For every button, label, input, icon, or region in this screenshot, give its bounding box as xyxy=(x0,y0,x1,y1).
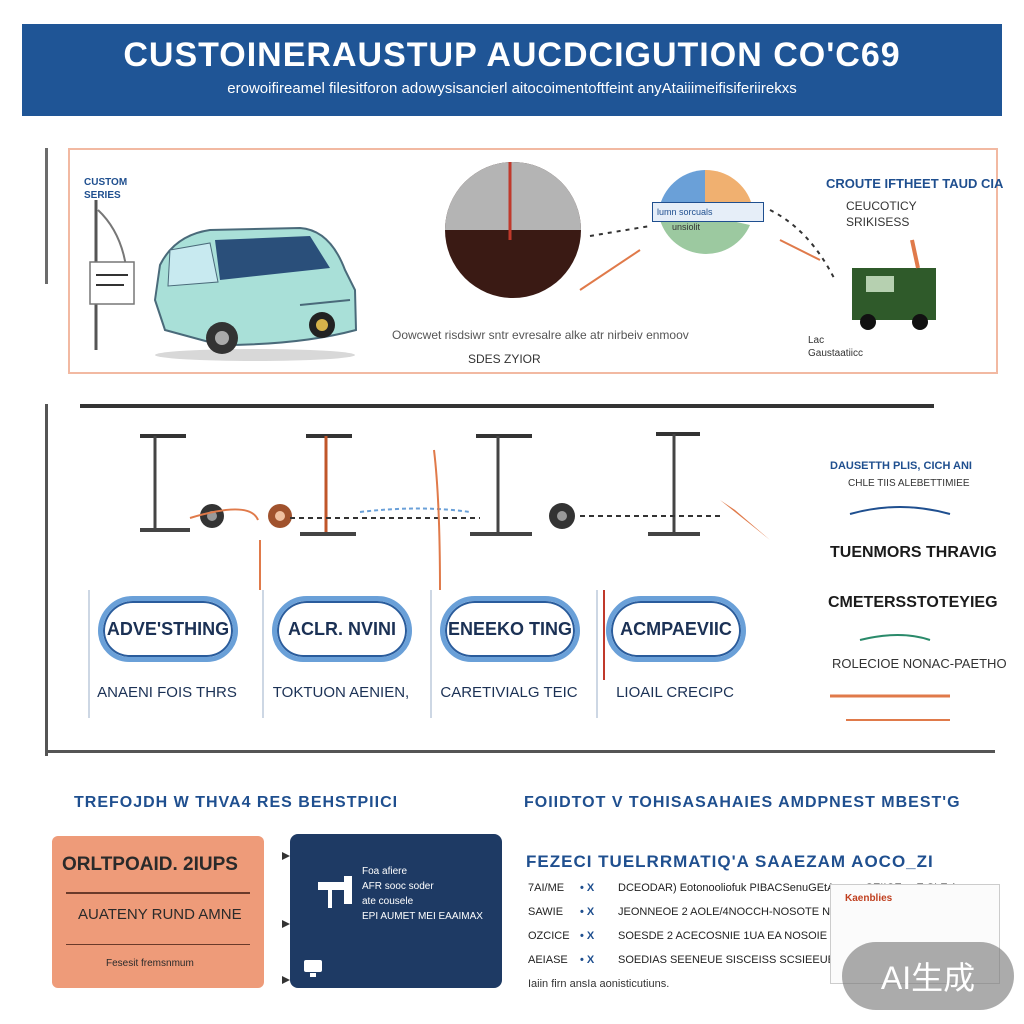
row-code: AEIASE xyxy=(528,954,568,966)
panel2-top-rule xyxy=(80,404,934,408)
table-row: OZCICE • X SOESDE 2 ACECOSNIE 1UA EA NOSOI… xyxy=(528,930,884,948)
row-text: JEONNEOE 2 AOLE/4NOCCH-NOSOTE NMAEI(AWE) xyxy=(618,906,889,918)
navy-card-line: AFR sooc soder xyxy=(362,881,434,892)
header-banner: CUSTOINERAUSTUP AUCDCIGUTION CO'C69 erow… xyxy=(22,24,1002,116)
page-subtitle: erowoifireamel filesitforon adowysisanci… xyxy=(227,80,797,97)
row-marker: • X xyxy=(580,954,595,966)
navy-card-line: EPI AUMET MEI EAAIMAX xyxy=(362,911,483,922)
ai-generated-watermark: AI生成 xyxy=(842,942,1014,1010)
stage-label: TOKTUON AENIEN, xyxy=(272,684,410,701)
divider xyxy=(66,944,250,945)
small-pie-graphic xyxy=(660,169,752,255)
row-marker: • X xyxy=(580,906,595,918)
table-heading: FEZECI TUELRRMATIQ'A SAAEZAM AOCO_ZI xyxy=(526,852,934,871)
panel1-left-rule xyxy=(45,148,48,284)
stage-label: LIOAIL CRECIPC xyxy=(616,684,734,701)
car-icon xyxy=(153,226,358,361)
panel2-right-heading1: TUENMORS THRAVIG xyxy=(830,544,997,561)
panel2-right-line2: CHLE TIIS ALEBETTIMIEE xyxy=(848,478,970,489)
side-note-title: Kaenblies xyxy=(845,893,893,904)
panel1-frame xyxy=(68,148,998,374)
panel1-left-label: CUSTOM SERIES xyxy=(84,177,128,201)
panel2-right-line3: ROLECIOE NONAC-PAETHO xyxy=(832,656,1007,671)
panel1-right-title: CROUTE IFTHEET TAUD CIA xyxy=(826,176,1004,191)
stage-badge: ADVE'STHING xyxy=(98,596,238,662)
stage-label: CARETIVIALG TEIC xyxy=(440,684,578,701)
navy-card-text: Foa afiere AFR sooc soder ate cousele EP… xyxy=(362,864,492,924)
row-code: OZCICE xyxy=(528,930,570,942)
row-marker: • X xyxy=(580,882,595,894)
stage-card-advertising: ADVE'STHING ANAENI FOIS THRS xyxy=(88,590,244,718)
row-text: SOEDIAS SEENEUE SISCEISS SCSIEEUE xyxy=(618,954,836,966)
summary-card-navy: Foa afiere AFR sooc soder ate cousele EP… xyxy=(290,834,502,988)
stage-badge: ACMPAEVIIC xyxy=(606,596,746,662)
panel1-right-caption: Lac Gaustaatiicc xyxy=(808,335,864,359)
table-row: SAWIE • X JEONNEOE 2 AOLE/4NOCCH-NOSOTE NM… xyxy=(528,906,889,924)
pie-chart-graphic xyxy=(445,162,581,298)
panel2-left-rule xyxy=(45,404,48,756)
bottom-right-heading: FOIIDTOT V TOHISASAHAIES AMDPNEST MBEST'… xyxy=(524,794,961,811)
truck-icon xyxy=(852,239,936,330)
pivot-timeline-graphic xyxy=(140,432,951,721)
table-row: AEIASE • X SOEDIAS SEENEUE SISCEISS SCSIEE… xyxy=(528,954,835,972)
panel2-right-line1: DAUSETTH PLIS, CICH ANI xyxy=(830,460,972,472)
panel2-right-heading2: CMETERSSTOTEYIEG xyxy=(828,594,998,611)
stage-card-adoption: ACMPAEVIIC LIOAIL CRECIPC xyxy=(596,590,752,718)
stage-label: ANAENI FOIS THRS xyxy=(97,684,237,701)
stage-card-engagement: ENEEKO TING CARETIVIALG TEIC xyxy=(430,590,586,718)
summary-card-orange: ORLTPOAID. 2IUPS AUATENY RUND AMNE Feses… xyxy=(52,836,264,988)
panel1-right-subtitle: CEUCOTICY SRIKISESS xyxy=(846,199,917,229)
row-marker: • X xyxy=(580,930,595,942)
stage-badge: ACLR. NVINI xyxy=(272,596,412,662)
signpost-icon xyxy=(89,200,135,350)
summary-card-footer: Fesesit fremsnmum xyxy=(106,958,194,969)
tool-icon xyxy=(318,876,352,908)
pie-legend-tag: lumn sorcuals xyxy=(652,202,764,222)
stage-badge: ENEEKO TING xyxy=(440,596,580,662)
panel1-subcaption: SDES ZYIOR xyxy=(468,352,541,366)
monitor-icon xyxy=(304,960,322,977)
row-code: 7AI/ME xyxy=(528,882,565,894)
panel2-bottom-rule xyxy=(45,750,995,753)
row-code: SAWIE xyxy=(528,906,564,918)
page-title: CUSTOINERAUSTUP AUCDCIGUTION CO'C69 xyxy=(123,36,901,74)
navy-card-line: Foa afiere xyxy=(362,866,408,877)
bottom-left-heading: TREFOJDH W THVA4 RES BEHSTPIICI xyxy=(74,794,399,811)
summary-card-subtitle: AUATENY RUND AMNE xyxy=(78,906,242,923)
stage-card-acquisition: ACLR. NVINI TOKTUON AENIEN, xyxy=(262,590,418,718)
divider xyxy=(66,892,250,894)
table-footnote: Iaiin firn ansIa aonisticutiuns. xyxy=(528,978,670,990)
panel1-caption: Oowcwet risdsiwr sntr evresalre alke atr… xyxy=(392,328,689,342)
navy-card-line: ate cousele xyxy=(362,896,414,907)
summary-card-title: ORLTPOAID. 2IUPS xyxy=(62,854,238,875)
row-text: SOESDE 2 ACECOSNIE 1UA EA NOSOIE SELIINE… xyxy=(618,930,884,942)
pie-legend-sub: unsiolit xyxy=(672,222,701,232)
